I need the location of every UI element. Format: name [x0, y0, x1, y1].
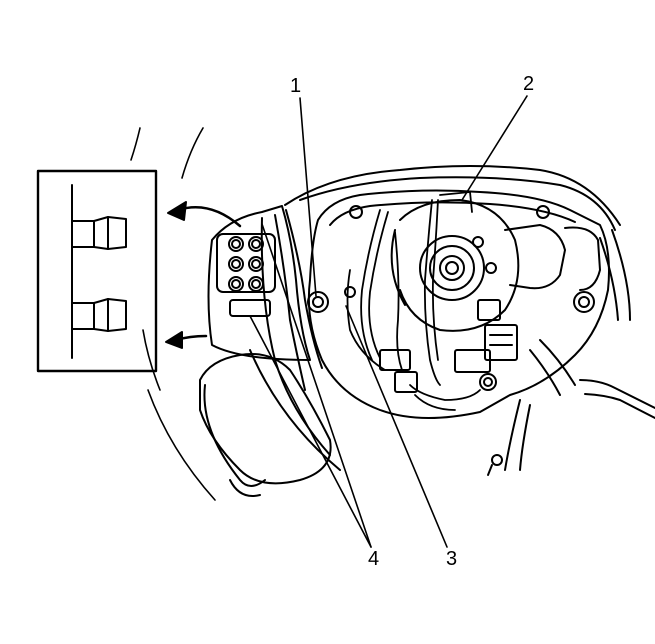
rotation-arc-lines — [130, 127, 216, 501]
mounting-bolt-icon — [479, 373, 497, 391]
inset-detail-box — [36, 169, 158, 373]
mounting-bolt-icon — [573, 291, 595, 313]
callout-label-3: 3 — [446, 548, 458, 570]
callout-label-2: 2 — [523, 73, 535, 95]
callout-label-1: 1 — [290, 75, 302, 97]
rubber-bumper-icon — [71, 216, 127, 250]
wire-harness — [346, 191, 481, 411]
control-switch-panel — [216, 233, 276, 317]
horn-contact-icon — [487, 454, 503, 476]
wiring-connectors — [379, 299, 518, 393]
center-hub-housing — [307, 189, 610, 420]
rubber-bumper-icon — [71, 298, 127, 332]
right-spoke — [529, 226, 601, 396]
steering-wheel-rim — [284, 165, 655, 471]
clock-spring-assembly — [390, 199, 566, 332]
mounting-bolt-icon — [307, 291, 329, 313]
callout-label-4: 4 — [368, 548, 380, 570]
callout-leader-lines — [249, 95, 528, 548]
lower-grip — [199, 353, 332, 497]
